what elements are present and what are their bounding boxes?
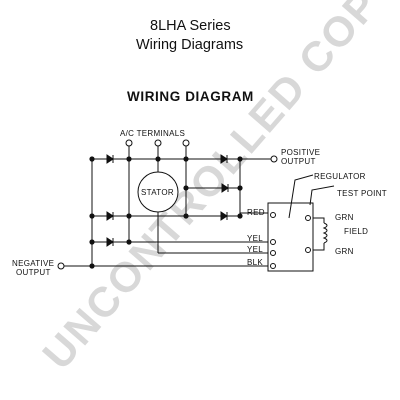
positive-output-terminal bbox=[270, 155, 278, 163]
terminals bbox=[57, 139, 311, 270]
ac-terminals-label: A/C TERMINALS bbox=[120, 129, 185, 138]
diode-stator-tap bbox=[221, 183, 229, 193]
stator-label: STATOR bbox=[141, 188, 174, 197]
positive-output-label: POSITIVE bbox=[281, 148, 320, 157]
grn-wire-label-1: GRN bbox=[335, 213, 354, 222]
ac-terminal-2 bbox=[154, 139, 162, 147]
diode-top-right bbox=[220, 154, 228, 164]
diode-mid-right bbox=[220, 211, 228, 221]
stator-symbol bbox=[137, 171, 179, 213]
yel-wire-label-1: YEL bbox=[247, 234, 263, 243]
junction-dots bbox=[89, 156, 243, 269]
diodes bbox=[106, 154, 229, 247]
diode-mid-left bbox=[106, 211, 114, 221]
blk-wire-label: BLK bbox=[247, 258, 263, 267]
test-point-label: TEST POINT bbox=[337, 189, 387, 198]
wiring-diagrams-subtitle: Wiring Diagrams bbox=[136, 37, 244, 53]
negative-output-label: NEGATIVE bbox=[12, 259, 54, 268]
wires bbox=[64, 146, 335, 272]
diode-low-left bbox=[106, 237, 114, 247]
grn-wire-label-2: GRN bbox=[335, 247, 354, 256]
diode-top-left bbox=[106, 154, 114, 164]
negative-output-label-2: OUTPUT bbox=[16, 268, 51, 277]
negative-output-terminal bbox=[57, 262, 65, 270]
yel-wire-label-2: YEL bbox=[247, 245, 263, 254]
series-title: 8LHA Series bbox=[150, 18, 231, 34]
wiring-diagram-heading: WIRING DIAGRAM bbox=[127, 89, 254, 104]
regulator-label: REGULATOR bbox=[314, 172, 366, 181]
field-label: FIELD bbox=[344, 227, 368, 236]
positive-output-label-2: OUTPUT bbox=[281, 157, 316, 166]
red-wire-label: RED bbox=[247, 208, 265, 217]
ac-terminal-3 bbox=[182, 139, 190, 147]
ac-terminal-1 bbox=[125, 139, 133, 147]
